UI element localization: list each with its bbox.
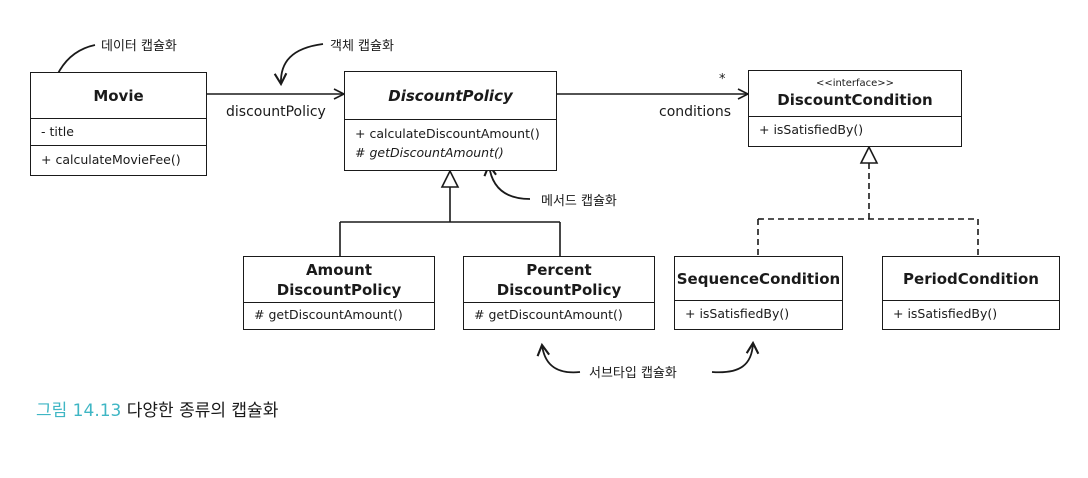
- class-amountdiscountpolicy-name-line2: DiscountPolicy: [276, 280, 402, 299]
- class-sequencecondition-operation: + isSatisfiedBy(): [675, 300, 842, 328]
- class-movie-operation: + calculateMovieFee(): [31, 145, 206, 175]
- class-percentdiscountpolicy: Percent DiscountPolicy # getDiscountAmou…: [463, 256, 655, 330]
- annotation-method-encapsulation: 메서드 캡슐화: [541, 194, 617, 209]
- class-discountcondition: <<interface>> DiscountCondition + isSati…: [748, 70, 962, 147]
- generalization-discountpolicy: [339, 169, 561, 256]
- figure-title: 다양한 종류의 캡슐화: [126, 401, 279, 421]
- realization-discountcondition: [757, 145, 979, 256]
- class-periodcondition: PeriodCondition + isSatisfiedBy(): [882, 256, 1060, 330]
- class-discountcondition-operation: + isSatisfiedBy(): [749, 116, 961, 145]
- class-periodcondition-name: PeriodCondition: [903, 269, 1039, 288]
- class-periodcondition-operation: + isSatisfiedBy(): [883, 300, 1059, 328]
- annotation-data-encapsulation: 데이터 캡슐화: [101, 39, 177, 54]
- class-discountpolicy-name: DiscountPolicy: [388, 86, 513, 105]
- figure-caption: 그림 14.13 다양한 종류의 캡슐화: [36, 396, 278, 421]
- annotation-subtype-encapsulation: 서브타입 캡슐화: [589, 366, 677, 381]
- class-percentdiscountpolicy-name-line2: DiscountPolicy: [496, 280, 622, 299]
- figure-number: 그림 14.13: [36, 401, 122, 421]
- annotation-object-encapsulation: 객체 캡슐화: [330, 39, 394, 54]
- class-amountdiscountpolicy-name: Amount DiscountPolicy: [244, 257, 434, 302]
- role-label-conditions: conditions: [659, 104, 732, 120]
- interface-stereotype: <<interface>>: [815, 77, 895, 89]
- subtype-encapsulation-arrow-right: [711, 340, 760, 374]
- class-discountpolicy: DiscountPolicy + calculateDiscountAmount…: [344, 71, 557, 171]
- class-movie: Movie - title + calculateMovieFee(): [30, 72, 207, 176]
- class-movie-attribute: - title: [31, 118, 206, 145]
- class-movie-name: Movie: [93, 86, 144, 105]
- class-amountdiscountpolicy: Amount DiscountPolicy # getDiscountAmoun…: [243, 256, 435, 330]
- class-amountdiscountpolicy-name-line1: Amount: [305, 260, 373, 279]
- class-discountcondition-header: <<interface>> DiscountCondition: [749, 71, 961, 116]
- class-discountpolicy-operations: + calculateDiscountAmount() # getDiscoun…: [345, 119, 556, 170]
- operation-calculatediscountamount: + calculateDiscountAmount(): [355, 126, 540, 141]
- role-label-discountpolicy: discountPolicy: [226, 104, 326, 120]
- class-sequencecondition: SequenceCondition + isSatisfiedBy(): [674, 256, 843, 330]
- multiplicity-label: *: [719, 72, 726, 87]
- class-percentdiscountpolicy-operation: # getDiscountAmount(): [464, 302, 654, 328]
- class-discountcondition-name: DiscountCondition: [777, 90, 933, 109]
- class-sequencecondition-name: SequenceCondition: [676, 269, 841, 288]
- method-encapsulation-arrow: [483, 162, 531, 200]
- class-percentdiscountpolicy-name: Percent DiscountPolicy: [464, 257, 654, 302]
- operation-getdiscountamount: # getDiscountAmount(): [355, 145, 504, 160]
- class-percentdiscountpolicy-name-line1: Percent: [526, 260, 592, 279]
- class-amountdiscountpolicy-operation: # getDiscountAmount(): [244, 302, 434, 328]
- object-encapsulation-arrow: [273, 43, 324, 87]
- subtype-encapsulation-arrow-left: [536, 342, 581, 374]
